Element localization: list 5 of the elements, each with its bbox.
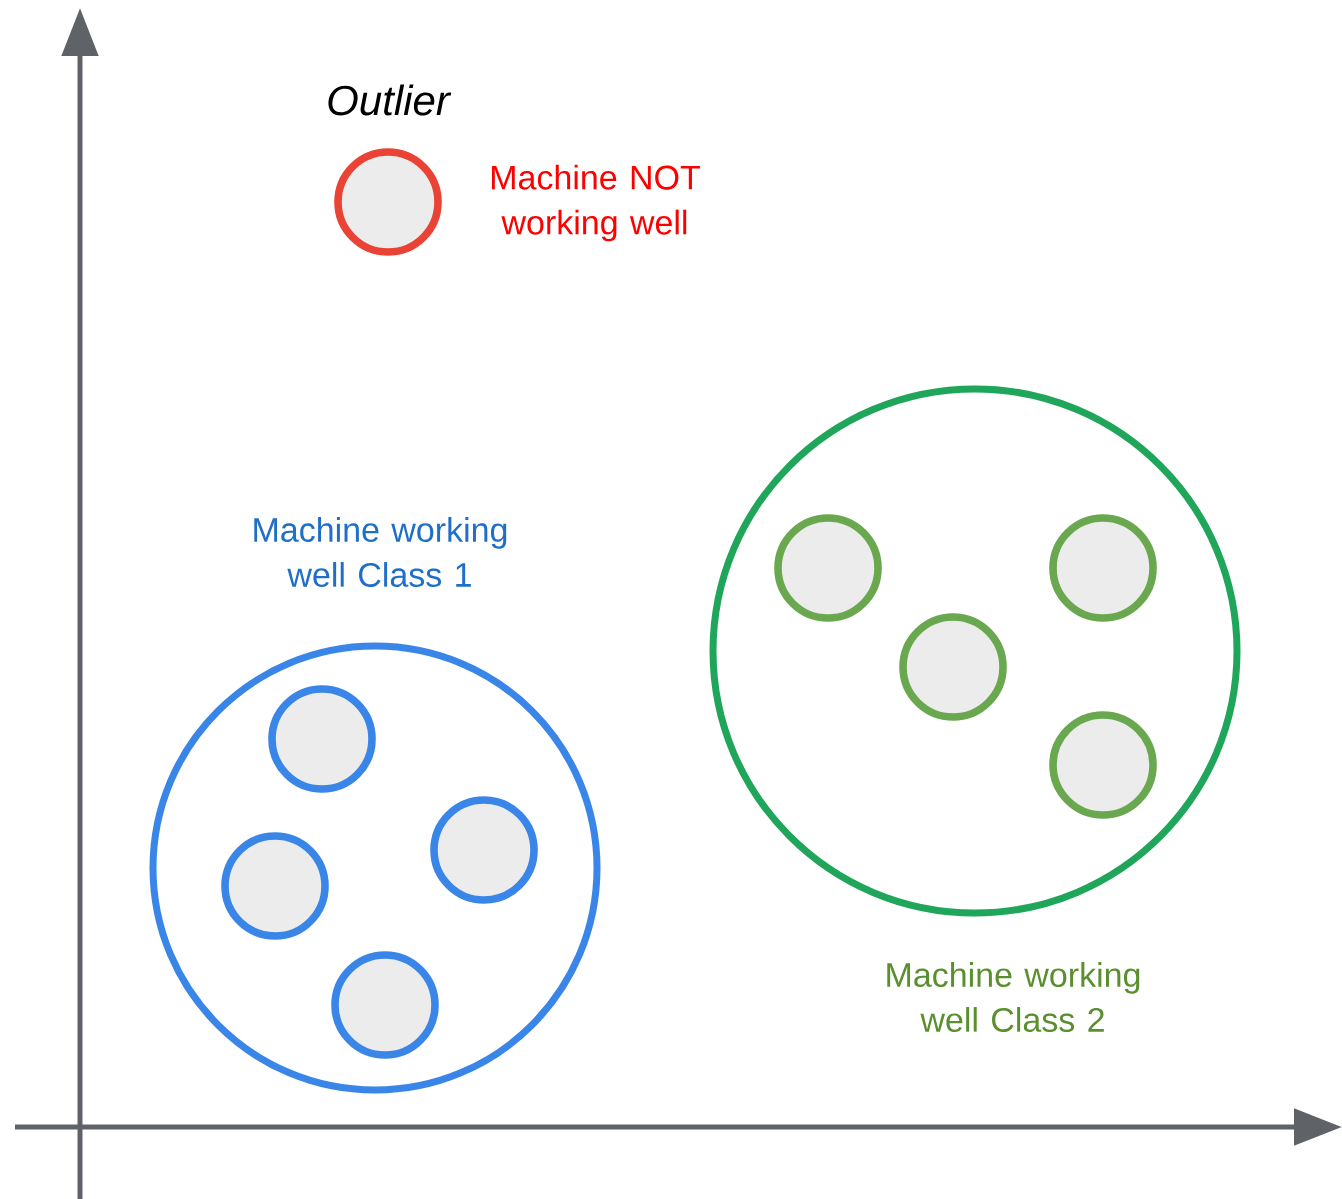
caption-text: Machine working well Class 1 [254,517,507,587]
caption-text: Machine working well Class 2 [887,962,1140,1032]
dot-circle [334,148,442,256]
caption-text: Machine NOT working well [492,164,700,242]
heading-text: Outlier [328,84,452,116]
